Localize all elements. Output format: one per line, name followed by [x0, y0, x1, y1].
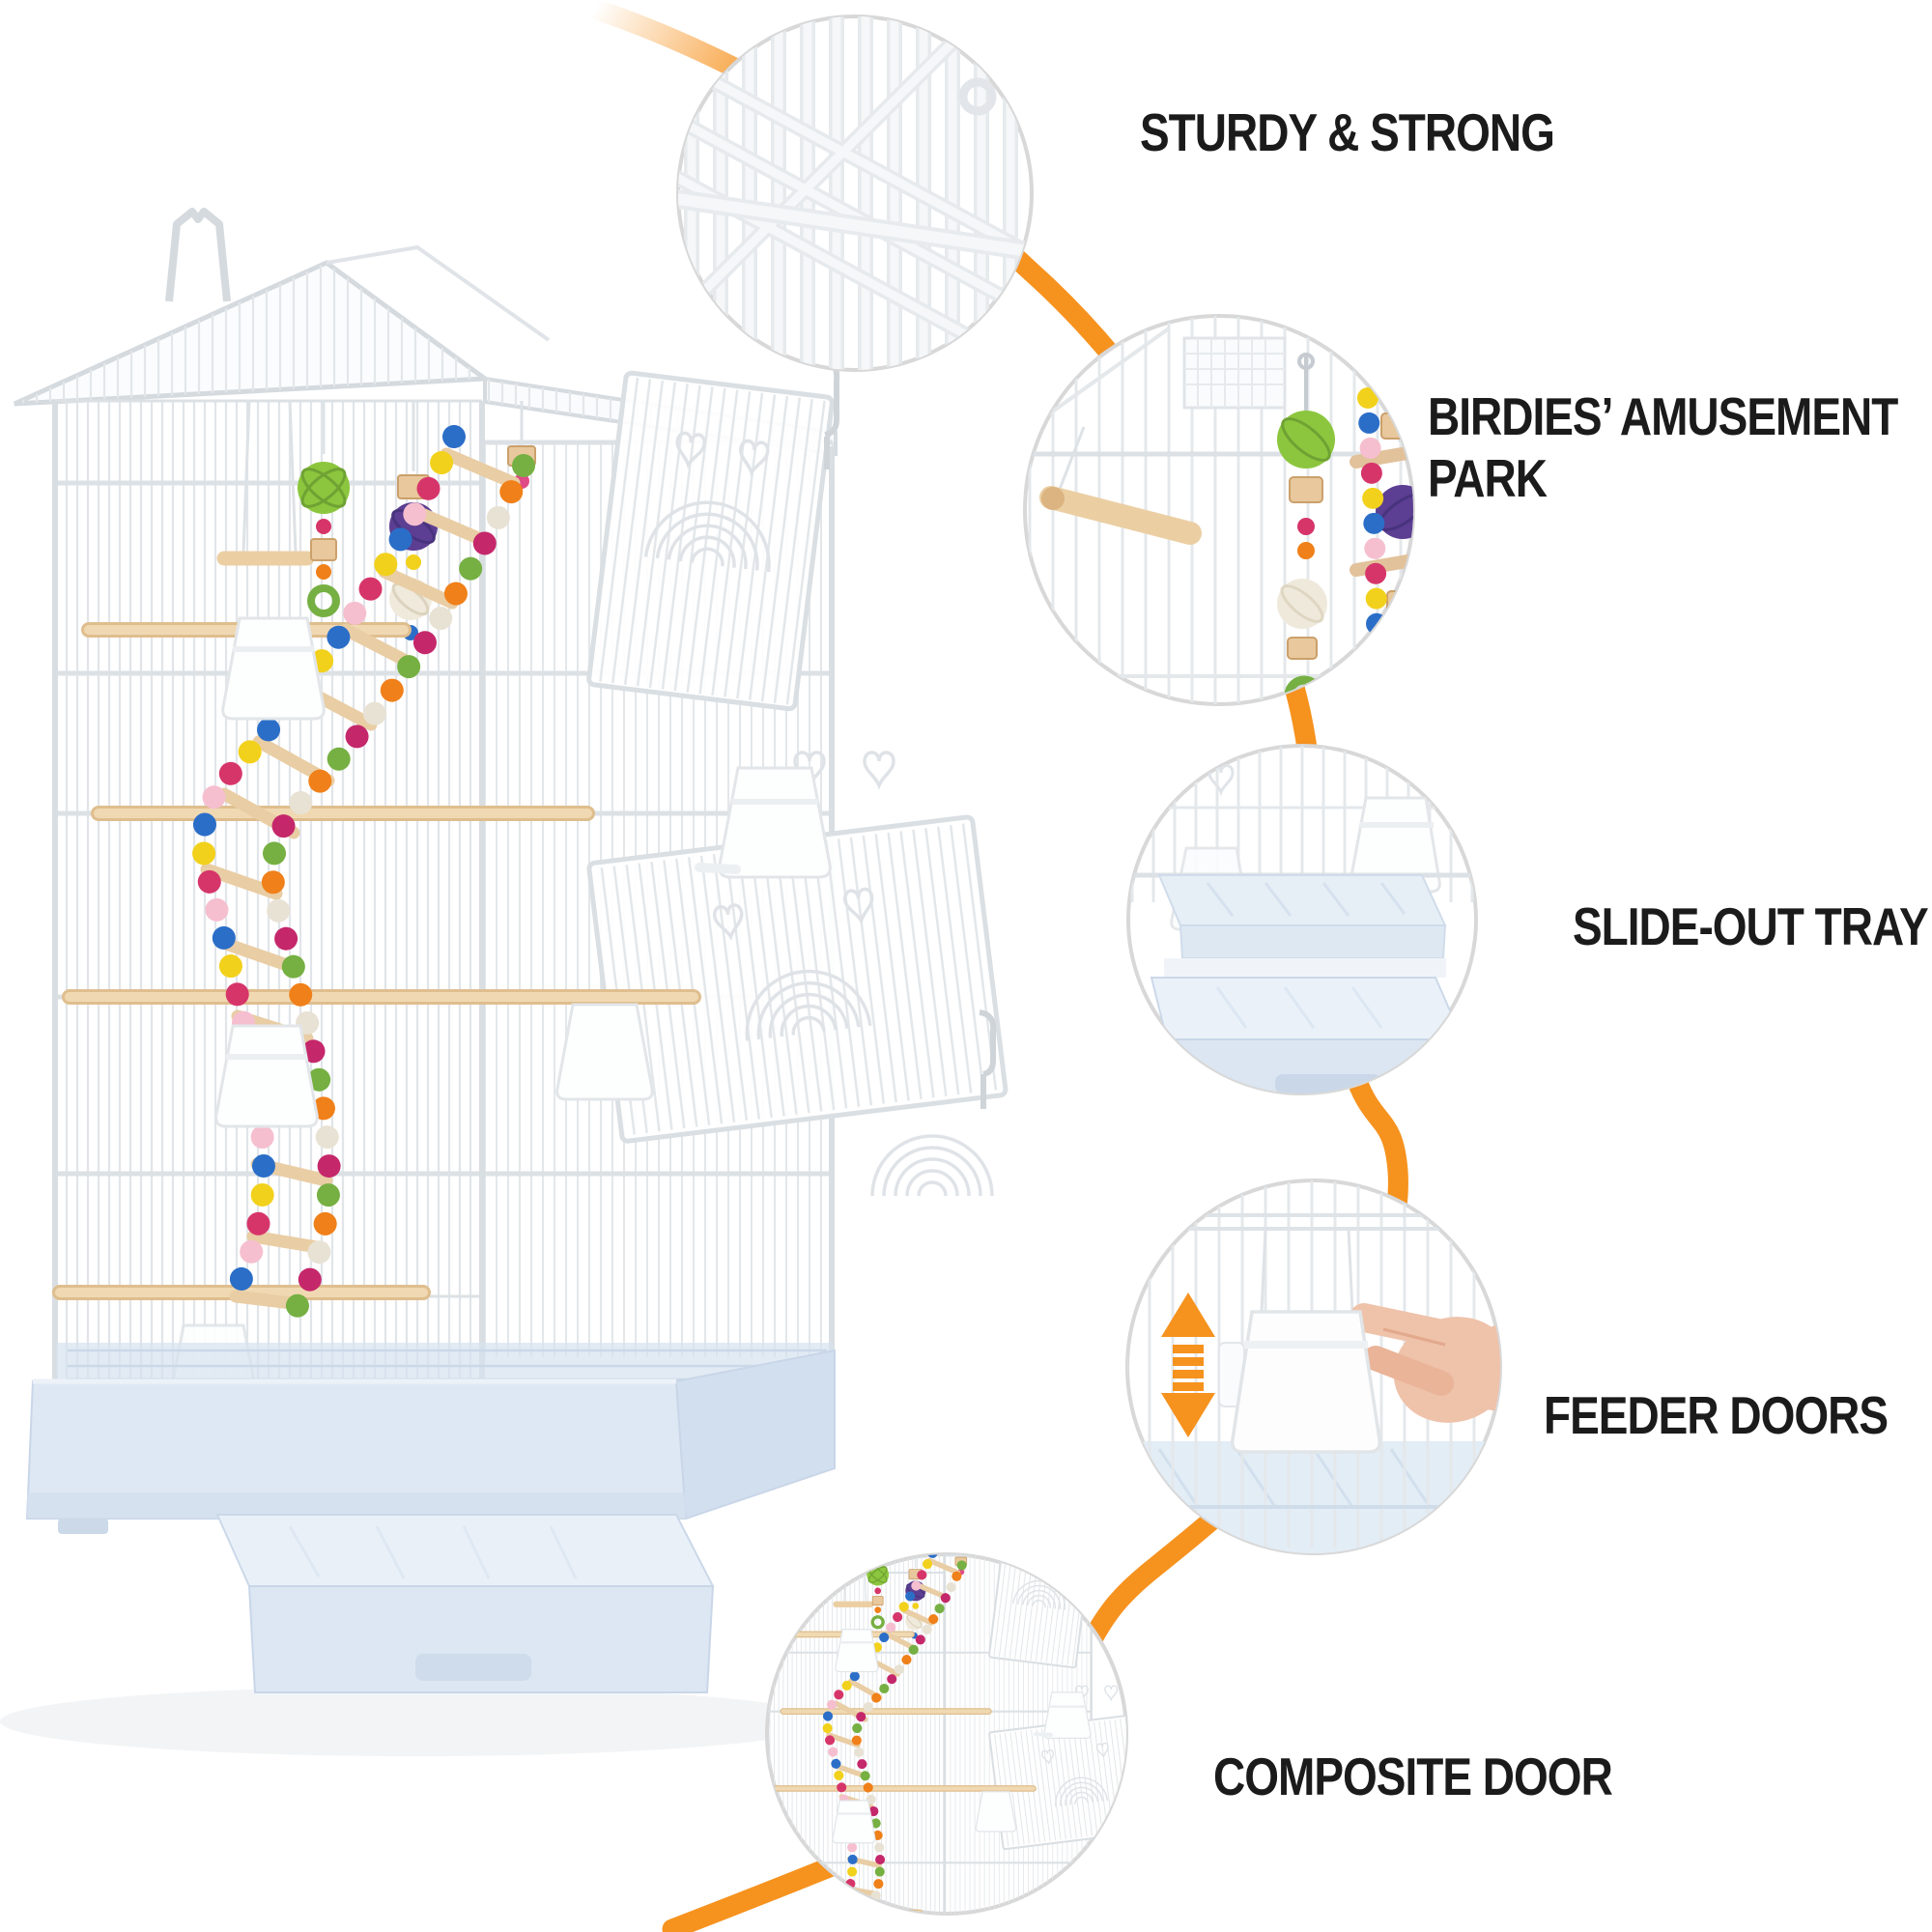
- callout-circle-feeder-doors: [1125, 1179, 1502, 1555]
- hand-image: [1350, 1303, 1500, 1423]
- slide-out-tray: [215, 1514, 715, 1693]
- label-composite-door: COMPOSITE DOOR: [1213, 1747, 1613, 1806]
- sturdy-strong-detail: [678, 16, 1032, 370]
- feeder-cup-large: [1218, 1310, 1382, 1454]
- open-top-door: [586, 370, 835, 712]
- cage-shadow: [0, 1687, 831, 1756]
- resize-arrow-icon: [1161, 1293, 1215, 1437]
- carry-handle: [165, 208, 231, 302]
- label-amusement-park: BIRDIES’ AMUSEMENT PARK: [1428, 384, 1898, 507]
- label-slide-out-tray: SLIDE-OUT TRAY: [1573, 896, 1929, 956]
- label-sturdy-strong: STURDY & STRONG: [1140, 102, 1555, 162]
- label-amusement-line2: PARK: [1428, 448, 1548, 508]
- wire-knot: [958, 77, 997, 116]
- callout-circle-sturdy-strong: [676, 14, 1034, 372]
- bird-cage-illustration: [0, 208, 1009, 1756]
- callout-circle-slide-out-tray: [1126, 744, 1478, 1095]
- callout-circle-amusement-park: [1023, 314, 1415, 706]
- wooden-dowel-perch: [1039, 486, 1202, 545]
- cage-base: [25, 1343, 836, 1693]
- green-rattan-ball: [298, 462, 350, 514]
- door-hook-lower: [979, 1009, 997, 1109]
- bead-chain-edge: [1357, 387, 1388, 704]
- green-ring-toy: [307, 584, 340, 617]
- label-feeder-doors: FEEDER DOORS: [1544, 1385, 1889, 1445]
- label-amusement-line1: BIRDIES’ AMUSEMENT: [1428, 386, 1898, 446]
- toy-chain-green: [1277, 353, 1335, 704]
- callout-circle-composite-door: [765, 1552, 1128, 1916]
